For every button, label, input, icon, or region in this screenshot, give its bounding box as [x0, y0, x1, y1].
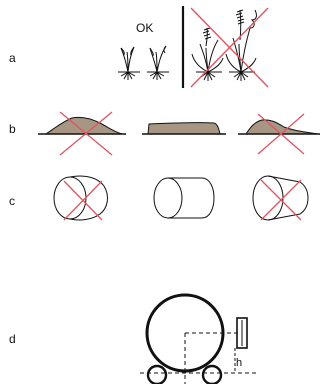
cross-mark-c-right — [260, 179, 302, 221]
bale-right — [252, 175, 309, 221]
cross-mark-c-left — [63, 180, 103, 221]
reference-lines — [140, 332, 258, 384]
cross-mark-b-right — [257, 113, 305, 155]
row-a-plants: OK — [118, 6, 269, 88]
row-d-machine: h — [140, 293, 258, 384]
ok-label: OK — [136, 21, 153, 35]
row-c-bales — [53, 175, 309, 221]
soil-mound-right — [245, 119, 319, 135]
row-label-a: a — [9, 51, 16, 65]
good-plant-2 — [147, 45, 169, 80]
cross-mark-b-left — [59, 111, 113, 156]
height-label: h — [236, 357, 242, 369]
bad-plant-2 — [225, 9, 257, 81]
good-plant-1 — [118, 46, 140, 80]
bale-middle — [153, 177, 215, 219]
row-label-c: c — [9, 194, 15, 208]
row-b-soil — [38, 111, 320, 156]
small-wheel-left — [146, 364, 168, 384]
small-wheel-right — [201, 364, 223, 384]
row-label-b: b — [9, 122, 16, 136]
row-label-d: d — [9, 332, 16, 346]
cross-mark-a — [190, 7, 269, 88]
soil-mound-middle — [147, 122, 221, 135]
soil-mound-left — [44, 116, 123, 135]
